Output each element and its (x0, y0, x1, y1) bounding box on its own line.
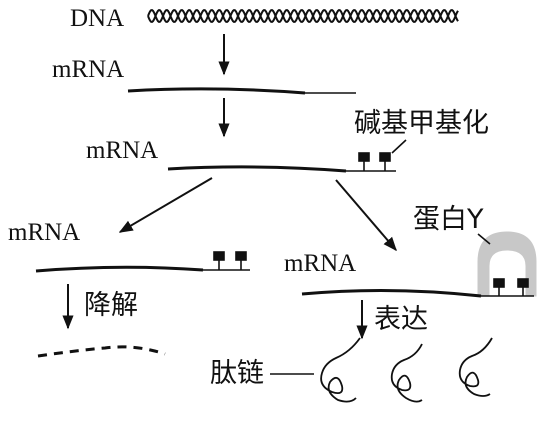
mrna-strand-2 (167, 165, 396, 173)
peptide-chain-1 (320, 337, 361, 403)
methylation-marks-3 (213, 251, 247, 270)
dna-helix (147, 8, 459, 24)
methylation-pointer (391, 139, 407, 154)
mrna-strand-4 (301, 288, 534, 298)
label-peptide-chain: 肽链 (210, 358, 264, 389)
peptide-chain-3 (458, 337, 493, 397)
label-mrna-3: mRNA (8, 219, 81, 246)
flow-arrows (62, 34, 397, 340)
methylation-marks-4 (493, 278, 529, 296)
mrna-strand-3 (35, 265, 250, 273)
peptide-chains (320, 337, 493, 403)
label-degradation: 降解 (84, 290, 138, 321)
arrow-to-degradation-branch (118, 177, 213, 233)
label-methylation: 碱基甲基化 (354, 108, 489, 139)
label-protein-y: 蛋白Y (413, 204, 484, 235)
methylation-marks-2 (358, 152, 391, 171)
degraded-fragment (37, 345, 166, 358)
peptide-chain-2 (390, 343, 423, 403)
label-mrna-4: mRNA (284, 250, 357, 277)
label-dna: DNA (70, 5, 125, 32)
label-expression: 表达 (374, 304, 428, 335)
label-mrna-2: mRNA (86, 137, 159, 164)
mrna-strand-1 (127, 87, 356, 95)
label-mrna-1: mRNA (52, 56, 125, 83)
protein-y-pointer (477, 233, 491, 245)
arrow-to-expression-branch (335, 179, 397, 252)
